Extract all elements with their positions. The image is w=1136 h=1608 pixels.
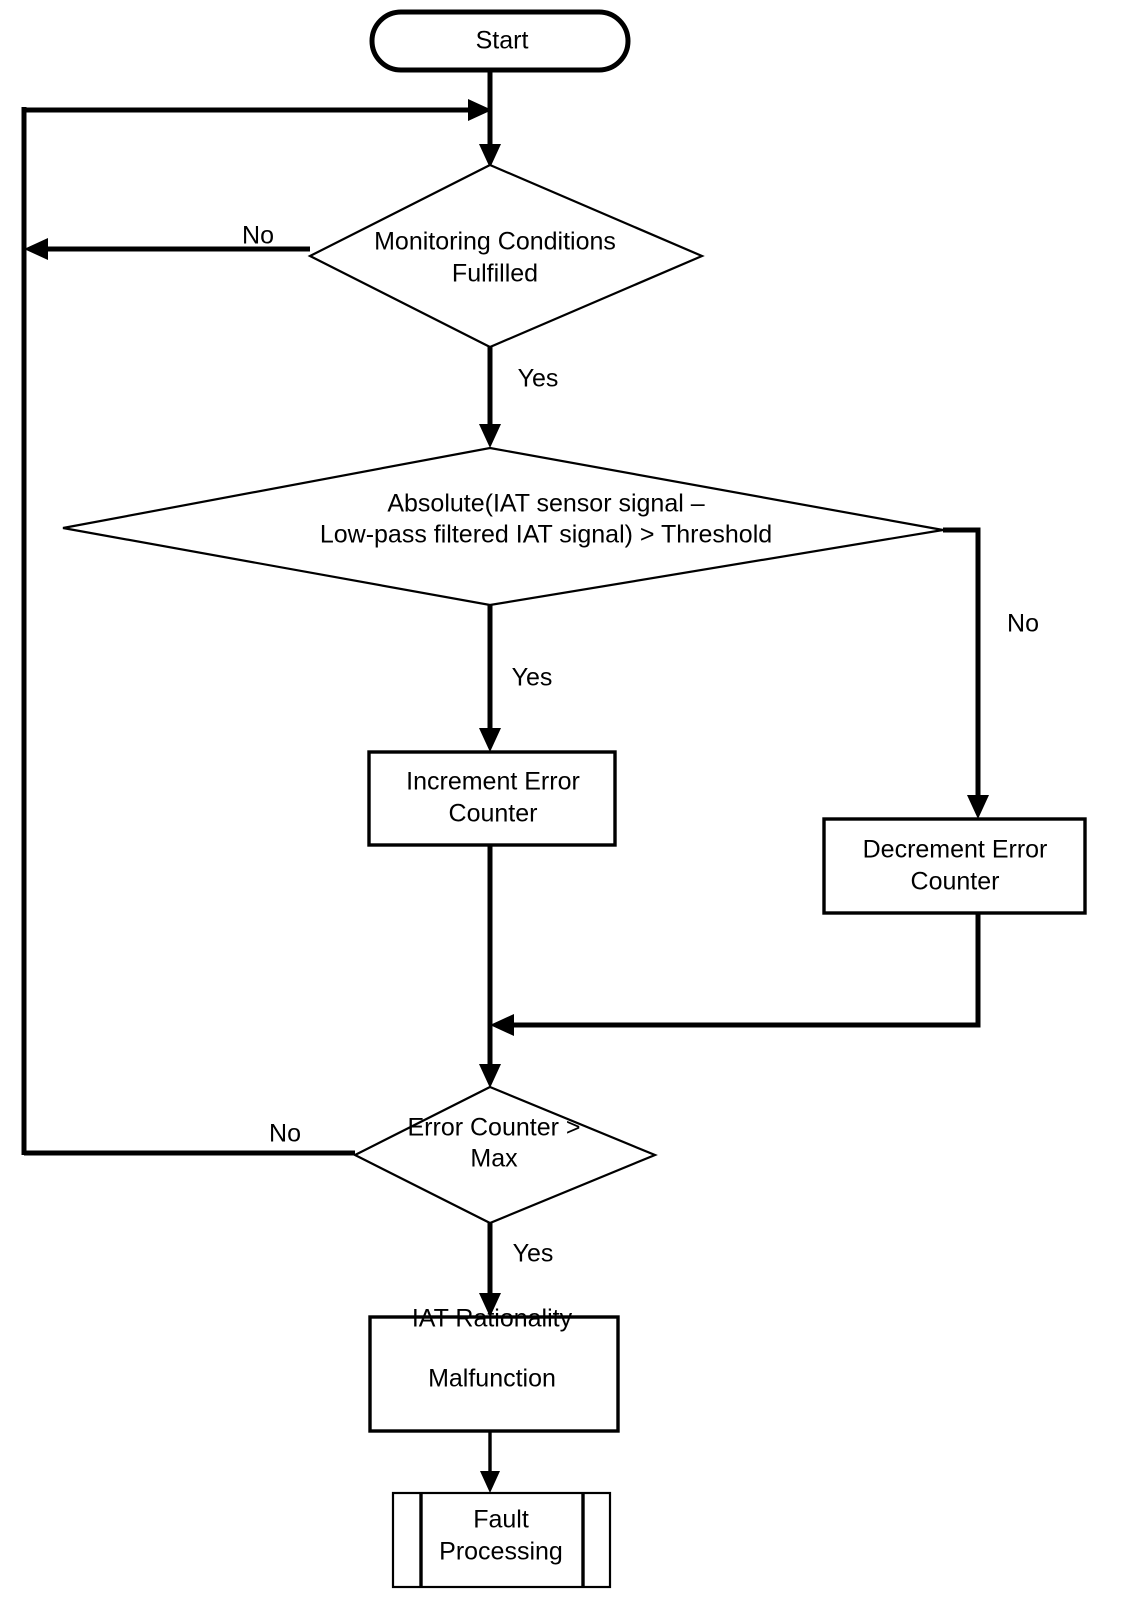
- node-decrement-error-counter-label-line1: Decrement Error: [863, 836, 1048, 864]
- node-fault-processing-label-line1: Fault: [473, 1506, 529, 1534]
- edge-label-monitoring-no: No: [242, 222, 274, 250]
- node-threshold-check-label-line1: Absolute(IAT sensor signal –: [387, 490, 704, 518]
- node-error-counter-max-label-line2: Max: [470, 1145, 518, 1173]
- node-start-label: Start: [476, 27, 529, 55]
- node-iat-rationality-malfunction[interactable]: IAT Rationality Malfunction: [368, 1305, 620, 1433]
- node-increment-error-counter-label-line2: Counter: [449, 800, 538, 828]
- edge-malfunction-to-fault: [480, 1431, 500, 1493]
- node-error-counter-max-label-line1: Error Counter >: [408, 1114, 581, 1142]
- edge-label-monitoring-yes: Yes: [518, 365, 559, 393]
- node-start[interactable]: Start: [369, 9, 631, 73]
- node-error-counter-max[interactable]: Error Counter > Max: [352, 1085, 658, 1225]
- node-decrement-error-counter[interactable]: Decrement Error Counter: [822, 817, 1087, 915]
- edge-start-to-monitoring: [479, 70, 501, 168]
- node-iat-rationality-malfunction-label-line2: Malfunction: [428, 1365, 556, 1393]
- node-fault-processing[interactable]: Fault Processing: [391, 1491, 612, 1589]
- edge-counter-yes: Yes: [479, 1223, 553, 1317]
- node-threshold-check[interactable]: Absolute(IAT sensor signal – Low-pass fi…: [62, 446, 944, 607]
- edge-label-counter-no: No: [269, 1120, 301, 1148]
- node-monitoring-conditions-label-line1: Monitoring Conditions: [374, 228, 616, 256]
- edge-threshold-no: No: [943, 527, 1039, 819]
- edge-label-threshold-yes: Yes: [512, 664, 553, 692]
- edge-increment-to-merge: [479, 845, 501, 1088]
- node-decrement-error-counter-label-line2: Counter: [911, 868, 1000, 896]
- node-increment-error-counter-label-line1: Increment Error: [406, 768, 580, 796]
- edge-monitoring-yes: Yes: [479, 347, 558, 448]
- edge-counter-no: No: [24, 1120, 355, 1156]
- node-monitoring-conditions-label-line2: Fulfilled: [452, 260, 538, 288]
- edge-label-counter-yes: Yes: [513, 1240, 554, 1268]
- node-threshold-check-label-line2: Low-pass filtered IAT signal) > Threshol…: [320, 521, 772, 549]
- node-monitoring-conditions[interactable]: Monitoring Conditions Fulfilled: [307, 163, 705, 349]
- edge-decrement-to-merge: [490, 913, 981, 1036]
- node-increment-error-counter[interactable]: Increment Error Counter: [367, 750, 617, 847]
- node-iat-rationality-malfunction-label-line1: IAT Rationality: [412, 1305, 573, 1333]
- edge-loop-back-rail: [21, 99, 492, 1155]
- edge-label-threshold-no: No: [1007, 610, 1039, 638]
- edge-monitoring-no: No: [24, 222, 310, 260]
- edge-threshold-yes: Yes: [479, 605, 552, 752]
- node-fault-processing-label-line2: Processing: [439, 1538, 563, 1566]
